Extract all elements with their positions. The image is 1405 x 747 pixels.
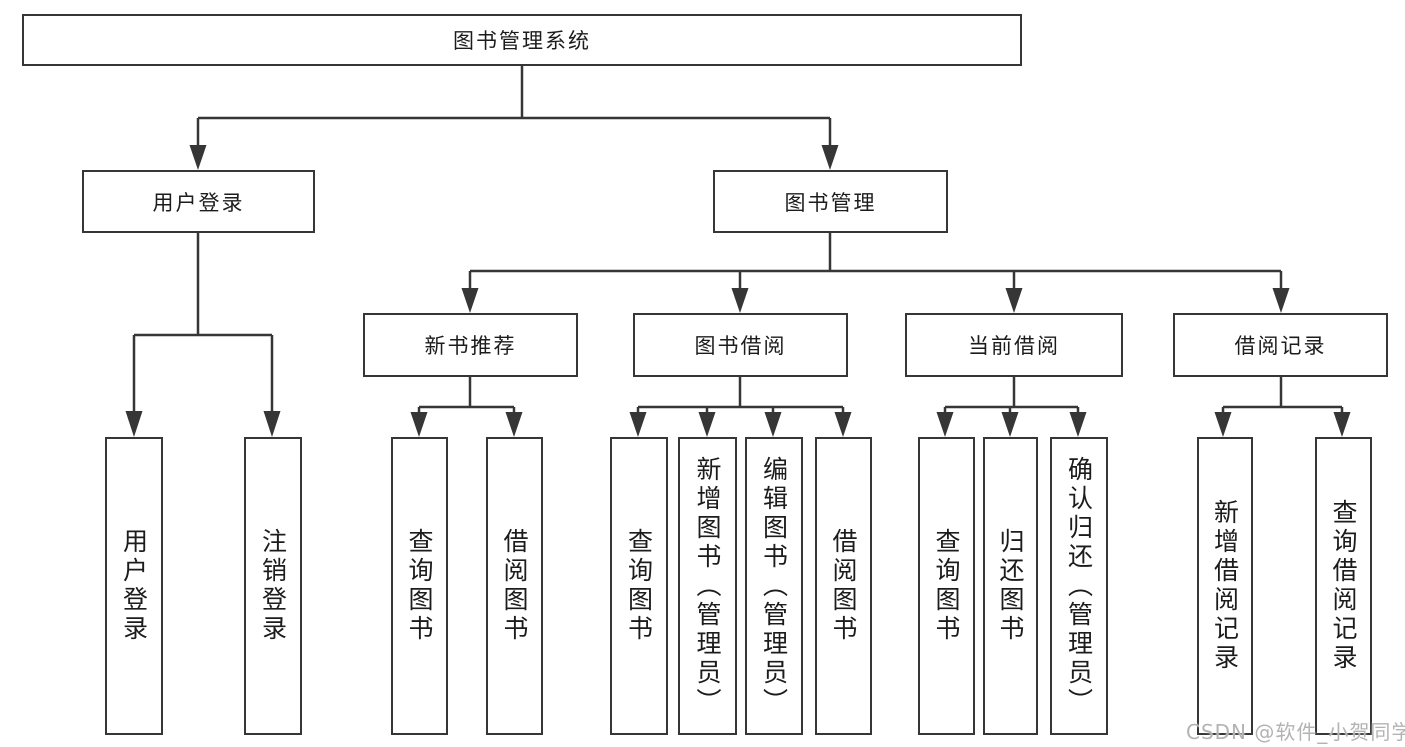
leaf-add-books-admin-label: 新增图书（管理员） bbox=[693, 455, 722, 717]
arrowhead-cb-confirm bbox=[1069, 412, 1087, 437]
node-library-system-label: 图书管理系统 bbox=[453, 29, 591, 53]
arrowhead-cb-query bbox=[936, 412, 954, 437]
node-book-management-label: 图书管理 bbox=[784, 190, 877, 215]
node-new-book-recommend-label: 新书推荐 bbox=[424, 334, 517, 358]
arrowhead-book-borrow bbox=[731, 288, 749, 313]
leaf-query-borrow-record: 查询借阅记录 bbox=[1315, 437, 1372, 735]
node-borrowing-records-label: 借阅记录 bbox=[1234, 334, 1327, 358]
arrowhead-nb-query bbox=[410, 412, 428, 437]
arrowhead-user-login-leaf bbox=[125, 411, 143, 437]
arrowhead-book-mgmt bbox=[821, 145, 839, 170]
leaf-newrec-query-books-label: 查询图书 bbox=[405, 528, 434, 644]
node-library-system: 图书管理系统 bbox=[22, 14, 1022, 66]
leaf-query-borrow-record-label: 查询借阅记录 bbox=[1329, 499, 1358, 673]
arrowhead-br-query bbox=[1333, 412, 1351, 437]
node-book-management: 图书管理 bbox=[713, 170, 948, 233]
node-borrowing-records: 借阅记录 bbox=[1173, 313, 1388, 377]
leaf-newrec-borrow-books-label: 借阅图书 bbox=[500, 528, 529, 644]
leaf-newrec-borrow-books: 借阅图书 bbox=[486, 437, 543, 735]
leaf-edit-books-admin-label: 编辑图书（管理员） bbox=[759, 455, 789, 717]
arrowhead-cb-return bbox=[1001, 412, 1019, 437]
node-user-login: 用户登录 bbox=[82, 170, 315, 233]
arrowhead-nb-borrow bbox=[505, 412, 523, 437]
arrowhead-br-add bbox=[1214, 412, 1232, 437]
leaf-add-books-admin: 新增图书（管理员） bbox=[678, 437, 737, 735]
node-book-borrowing-label: 图书借阅 bbox=[694, 334, 787, 358]
leaf-borrowing-borrow-books: 借阅图书 bbox=[815, 437, 872, 735]
leaf-add-borrow-record: 新增借阅记录 bbox=[1197, 437, 1253, 735]
leaf-logout-label: 注销登录 bbox=[258, 528, 288, 644]
arrowhead-logout-leaf bbox=[263, 411, 281, 437]
node-current-borrowing-label: 当前借阅 bbox=[968, 334, 1060, 358]
leaf-current-query-books-label: 查询图书 bbox=[932, 528, 961, 644]
leaf-newrec-query-books: 查询图书 bbox=[391, 437, 448, 735]
arrowhead-user-login bbox=[189, 145, 207, 170]
leaf-logout: 注销登录 bbox=[244, 437, 302, 735]
node-book-borrowing: 图书借阅 bbox=[633, 313, 848, 377]
node-new-book-recommend: 新书推荐 bbox=[363, 313, 578, 377]
watermark: CSDN @软件_小贺同学 bbox=[1186, 720, 1405, 744]
node-current-borrowing: 当前借阅 bbox=[905, 313, 1123, 377]
leaf-confirm-return-admin: 确认归还（管理员） bbox=[1050, 437, 1108, 735]
leaf-confirm-return-admin-label: 确认归还（管理员） bbox=[1064, 455, 1094, 717]
arrowhead-bb-add bbox=[698, 412, 716, 437]
leaf-add-borrow-record-label: 新增借阅记录 bbox=[1210, 499, 1240, 673]
arrowhead-borrow-records bbox=[1272, 288, 1290, 313]
arrowhead-new-book-rec bbox=[461, 288, 479, 313]
leaf-borrowing-borrow-books-label: 借阅图书 bbox=[829, 528, 858, 644]
leaf-edit-books-admin: 编辑图书（管理员） bbox=[745, 437, 803, 735]
leaf-return-books: 归还图书 bbox=[983, 437, 1038, 735]
leaf-borrowing-query-books: 查询图书 bbox=[610, 437, 668, 735]
arrowhead-current-borrow bbox=[1005, 288, 1023, 313]
node-user-login-label: 用户登录 bbox=[152, 190, 245, 215]
leaf-user-login-label: 用户登录 bbox=[119, 528, 149, 644]
leaf-user-login: 用户登录 bbox=[105, 437, 163, 735]
arrowhead-bb-borrow bbox=[834, 412, 852, 437]
leaf-return-books-label: 归还图书 bbox=[996, 528, 1025, 644]
leaf-borrowing-query-books-label: 查询图书 bbox=[624, 528, 654, 644]
arrowhead-bb-query bbox=[629, 412, 647, 437]
arrowhead-bb-edit bbox=[764, 412, 782, 437]
leaf-current-query-books: 查询图书 bbox=[918, 437, 975, 735]
